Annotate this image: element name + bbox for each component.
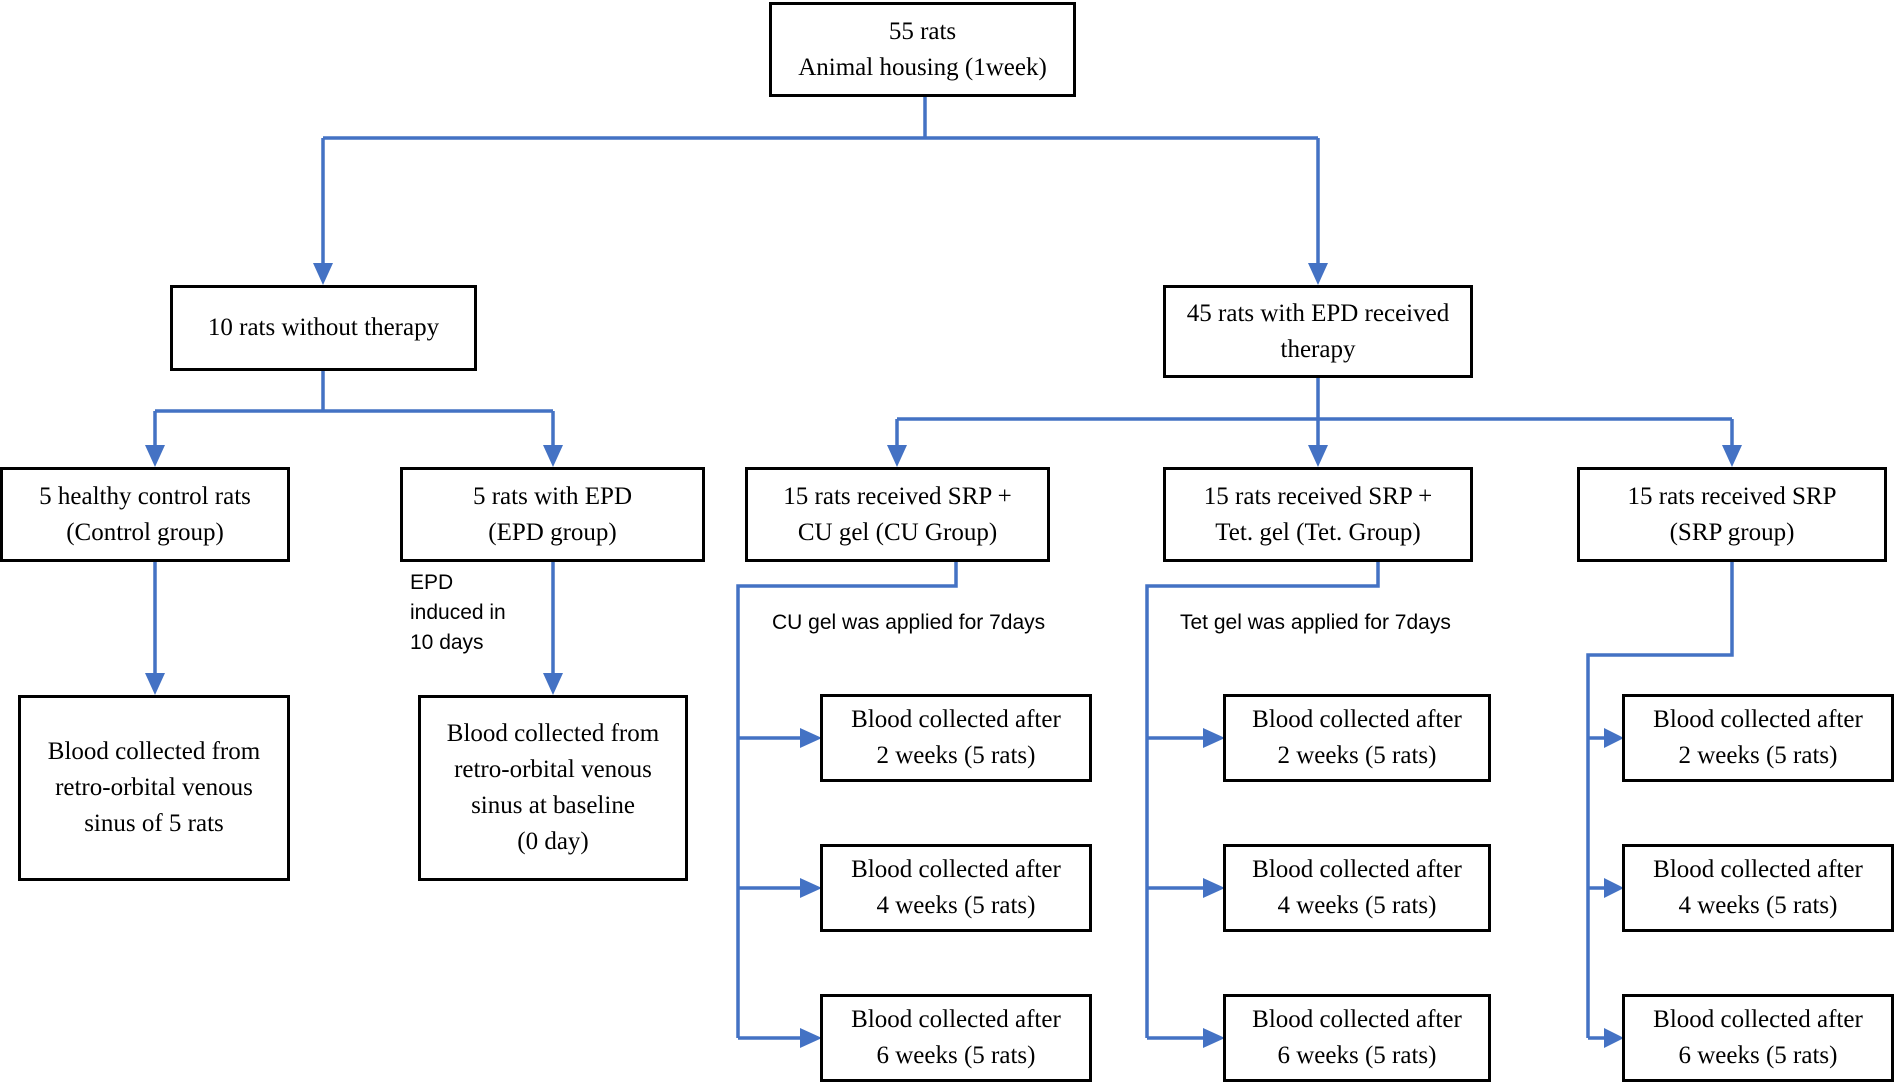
box-no-therapy: 10 rats without therapy xyxy=(170,285,477,371)
arrowhead-tet-w2 xyxy=(1203,728,1225,748)
box-tet-week6: Blood collected after 6 weeks (5 rats) xyxy=(1223,994,1491,1082)
arrowhead-cu-w2 xyxy=(800,728,822,748)
arrowhead-control xyxy=(145,445,165,467)
box-tet-week2-line1: Blood collected after xyxy=(1252,706,1462,733)
arrowhead-srp-w2 xyxy=(1604,728,1624,748)
box-tet-group: 15 rats received SRP + Tet. gel (Tet. Gr… xyxy=(1163,467,1473,562)
arrowhead-epd xyxy=(543,445,563,467)
arrowhead-cu-w6 xyxy=(800,1028,822,1048)
box-epd-blood-line4: (0 day) xyxy=(517,828,589,855)
box-root-line1: 55 rats xyxy=(888,17,957,45)
arrowhead-tet-w4 xyxy=(1203,878,1225,898)
box-control-blood-line2: retro-orbital venous xyxy=(55,774,253,801)
arrowhead-cu-w4 xyxy=(800,878,822,898)
box-therapy: 45 rats with EPD received therapy xyxy=(1163,285,1473,378)
box-cu-week6-line1: Blood collected after xyxy=(851,1006,1061,1033)
box-therapy-line1: 45 rats with EPD received xyxy=(1186,299,1450,327)
box-epd-blood: Blood collected from retro-orbital venou… xyxy=(418,695,688,881)
box-srp-group: 15 rats received SRP (SRP group) xyxy=(1577,467,1887,562)
note-cu-applied: CU gel was applied for 7days xyxy=(772,611,1046,634)
box-cu-group: 15 rats received SRP + CU gel (CU Group) xyxy=(745,467,1050,562)
box-srp-week4-line2: 4 weeks (5 rats) xyxy=(1678,892,1838,919)
box-root-line2: Animal housing (1week) xyxy=(798,53,1047,81)
box-srp-week4: Blood collected after 4 weeks (5 rats) xyxy=(1622,844,1894,932)
box-epd-group-line2: (EPD group) xyxy=(488,518,617,546)
box-srp-week4-line1: Blood collected after xyxy=(1653,856,1863,883)
box-epd-blood-line3: sinus at baseline xyxy=(471,792,635,819)
box-srp-week6-line2: 6 weeks (5 rats) xyxy=(1678,1042,1838,1069)
box-control-blood-line1: Blood collected from xyxy=(47,738,261,765)
box-therapy-line2: therapy xyxy=(1280,335,1356,363)
box-tet-week4-line2: 4 weeks (5 rats) xyxy=(1277,892,1437,919)
box-srp-week6-line1: Blood collected after xyxy=(1653,1006,1863,1033)
connector-srp-branch xyxy=(1586,562,1734,1040)
box-cu-week4-line1: Blood collected after xyxy=(851,856,1061,883)
box-cu-group-line1: 15 rats received SRP + xyxy=(783,482,1012,510)
box-cu-group-line2: CU gel (CU Group) xyxy=(797,518,998,546)
box-root: 55 rats Animal housing (1week) xyxy=(769,2,1076,97)
box-epd-group-line1: 5 rats with EPD xyxy=(472,482,633,510)
box-tet-week4: Blood collected after 4 weeks (5 rats) xyxy=(1223,844,1491,932)
box-srp-group-line2: (SRP group) xyxy=(1669,518,1795,546)
box-srp-week6: Blood collected after 6 weeks (5 rats) xyxy=(1622,994,1894,1082)
box-tet-week6-line1: Blood collected after xyxy=(1252,1006,1462,1033)
box-srp-week2-line2: 2 weeks (5 rats) xyxy=(1678,742,1838,769)
box-control-group: 5 healthy control rats (Control group) xyxy=(0,467,290,562)
box-cu-week6-line2: 6 weeks (5 rats) xyxy=(876,1042,1036,1069)
box-tet-week6-line2: 6 weeks (5 rats) xyxy=(1277,1042,1437,1069)
box-cu-week2: Blood collected after 2 weeks (5 rats) xyxy=(820,694,1092,782)
box-cu-week2-line1: Blood collected after xyxy=(851,706,1061,733)
box-srp-week2-line1: Blood collected after xyxy=(1653,706,1863,733)
box-cu-week4-line2: 4 weeks (5 rats) xyxy=(876,892,1036,919)
box-srp-week2: Blood collected after 2 weeks (5 rats) xyxy=(1622,694,1894,782)
note-epd-induced-line2: induced in xyxy=(410,601,506,624)
box-epd-blood-line2: retro-orbital venous xyxy=(454,756,652,783)
box-tet-group-line2: Tet. gel (Tet. Group) xyxy=(1215,518,1421,546)
arrowhead-tet xyxy=(1308,445,1328,467)
box-no-therapy-line1: 10 rats without therapy xyxy=(207,314,440,341)
box-tet-week2-line2: 2 weeks (5 rats) xyxy=(1277,742,1437,769)
note-epd-induced-line1: EPD xyxy=(410,571,454,594)
arrowhead-epd-blood xyxy=(543,673,563,695)
arrowhead-control-blood xyxy=(145,673,165,695)
arrowhead-srp-w6 xyxy=(1604,1028,1624,1048)
note-epd-induced: EPD induced in 10 days xyxy=(410,568,506,658)
box-tet-week4-line1: Blood collected after xyxy=(1252,856,1462,883)
connector-therapy-split xyxy=(895,378,1734,447)
arrowhead-cu xyxy=(887,445,907,467)
note-tet-applied: Tet gel was applied for 7days xyxy=(1180,611,1451,634)
box-cu-week6: Blood collected after 6 weeks (5 rats) xyxy=(820,994,1092,1082)
box-tet-week2: Blood collected after 2 weeks (5 rats) xyxy=(1223,694,1491,782)
arrowhead-srp-w4 xyxy=(1604,878,1624,898)
arrowhead-srp xyxy=(1722,445,1742,467)
box-cu-week2-line2: 2 weeks (5 rats) xyxy=(876,742,1036,769)
connector-tet-branch xyxy=(1145,562,1380,1040)
connector-no-therapy-split xyxy=(153,371,555,447)
box-control-group-line1: 5 healthy control rats xyxy=(39,482,251,510)
box-srp-group-line1: 15 rats received SRP xyxy=(1627,482,1837,510)
note-epd-induced-line3: 10 days xyxy=(410,631,484,654)
arrowhead-no-therapy xyxy=(313,263,333,285)
box-tet-group-line1: 15 rats received SRP + xyxy=(1203,482,1433,510)
box-control-blood-line3: sinus of 5 rats xyxy=(84,810,224,837)
box-epd-group: 5 rats with EPD (EPD group) xyxy=(400,467,705,562)
connector-root-split xyxy=(321,97,1320,265)
box-epd-blood-line1: Blood collected from xyxy=(446,720,660,747)
box-control-group-line2: (Control group) xyxy=(66,518,224,546)
connector-cu-branch xyxy=(736,562,958,1040)
arrowhead-therapy xyxy=(1308,263,1328,285)
box-control-blood: Blood collected from retro-orbital venou… xyxy=(18,695,290,881)
box-cu-week4: Blood collected after 4 weeks (5 rats) xyxy=(820,844,1092,932)
arrowhead-tet-w6 xyxy=(1203,1028,1225,1048)
